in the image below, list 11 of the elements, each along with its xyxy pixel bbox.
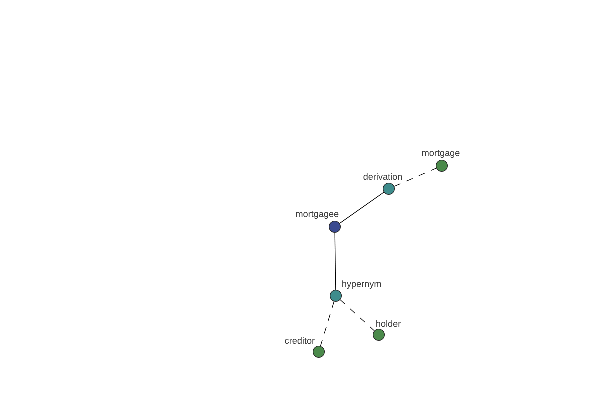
node-label: holder [376, 320, 401, 328]
link-line [320, 301, 335, 347]
link-line [340, 192, 384, 224]
node-label: mortgage [422, 150, 460, 158]
link-line [394, 168, 437, 187]
node-label: hypernym [342, 280, 382, 290]
node-label: derivation [364, 173, 402, 180]
link-line [340, 300, 375, 332]
link-line [334, 232, 336, 290]
node-label: mortgagee [296, 211, 339, 220]
node-label: creditor [285, 337, 315, 344]
